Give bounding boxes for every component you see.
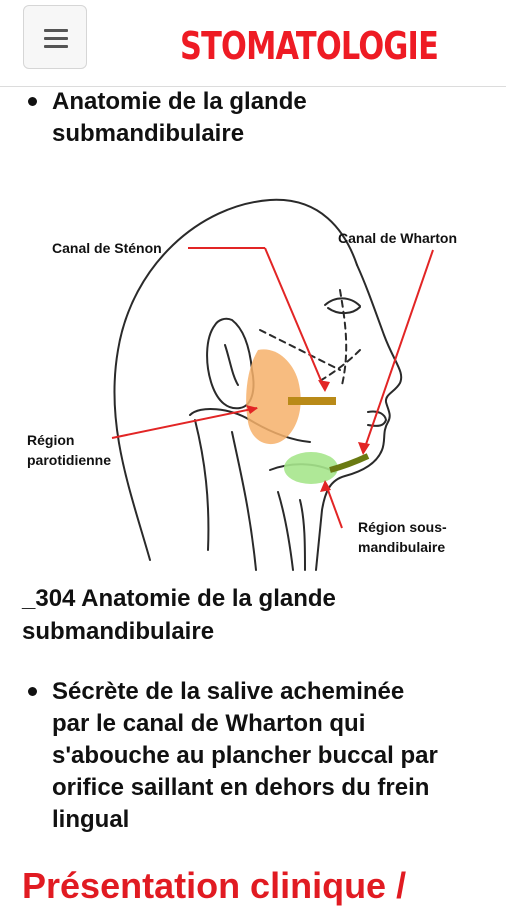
trachea-line <box>277 491 294 571</box>
stenon-leader-line <box>264 247 326 391</box>
hamburger-menu-icon <box>44 29 68 32</box>
list-item: Sécrète de la salive acheminée par le ca… <box>22 676 492 846</box>
anatomy-figure: Canal de Sténon Canal de Wharton Région … <box>0 170 506 580</box>
list-item-text: Sécrète de la salive acheminée par le ca… <box>52 676 438 836</box>
zygomatic-dashed-line <box>259 329 341 371</box>
arrow-head-icon <box>320 480 331 492</box>
list-item: Anatomie de la glande submandibulaire <box>22 86 492 150</box>
text-line: lingual <box>52 806 130 833</box>
ear-inner <box>224 344 239 386</box>
nasal-dashed-line <box>339 289 348 386</box>
text-line: Sécrète de la salive acheminée <box>52 678 405 705</box>
label-wharton: Canal de Wharton <box>338 230 457 246</box>
brand-title[interactable]: STOMATOLOGIE <box>180 24 439 68</box>
app-header: STOMATOLOGIE <box>0 0 506 87</box>
submandibular-gland <box>284 452 338 484</box>
wharton-leader-line <box>362 249 434 454</box>
bullet-icon <box>28 97 37 106</box>
text-line: orifice saillant en dehors du frein <box>52 774 430 801</box>
lips-outline <box>367 410 387 427</box>
text-line: Anatomie de la glande <box>52 88 307 115</box>
figure-caption: _304 Anatomie de la glande submandibulai… <box>22 582 492 648</box>
label-stenon: Canal de Sténon <box>52 240 162 256</box>
label-submandibular-line1: Région sous- <box>358 519 447 535</box>
hamburger-menu-icon-bar <box>44 37 68 40</box>
neck-line <box>194 419 210 551</box>
head-neck-diagram: Canal de Sténon Canal de Wharton Région … <box>27 198 457 571</box>
face-profile <box>315 264 403 571</box>
arrow-head-icon <box>318 380 330 392</box>
label-parotid-line1: Région <box>27 432 74 448</box>
hamburger-menu-icon-bar <box>44 45 68 48</box>
text-line: par le canal de Wharton qui <box>52 710 366 737</box>
wharton-duct <box>329 453 370 473</box>
palate-dashed-line <box>317 349 361 383</box>
label-submandibular-line2: mandibulaire <box>358 539 445 555</box>
section-title: Présentation clinique / <box>22 865 407 906</box>
text-line: _304 Anatomie de la glande <box>22 585 336 612</box>
arrow-head-icon <box>246 405 258 414</box>
parotid-gland <box>246 349 301 445</box>
arrow-head-icon <box>358 442 370 455</box>
trachea-inner <box>299 499 306 571</box>
menu-button[interactable] <box>23 5 87 69</box>
text-line: s'abouche au plancher buccal par <box>52 742 438 769</box>
list-item-text: Anatomie de la glande submandibulaire <box>52 86 307 150</box>
head-outline <box>113 198 358 561</box>
bullet-icon <box>28 687 37 696</box>
stenon-duct <box>288 397 336 405</box>
eye-outline <box>324 297 361 315</box>
parotid-leader-line <box>111 407 258 439</box>
label-parotid-line2: parotidienne <box>27 452 111 468</box>
text-line: submandibulaire <box>52 120 245 147</box>
spine-line <box>231 431 257 571</box>
text-line: submandibulaire <box>22 618 215 645</box>
